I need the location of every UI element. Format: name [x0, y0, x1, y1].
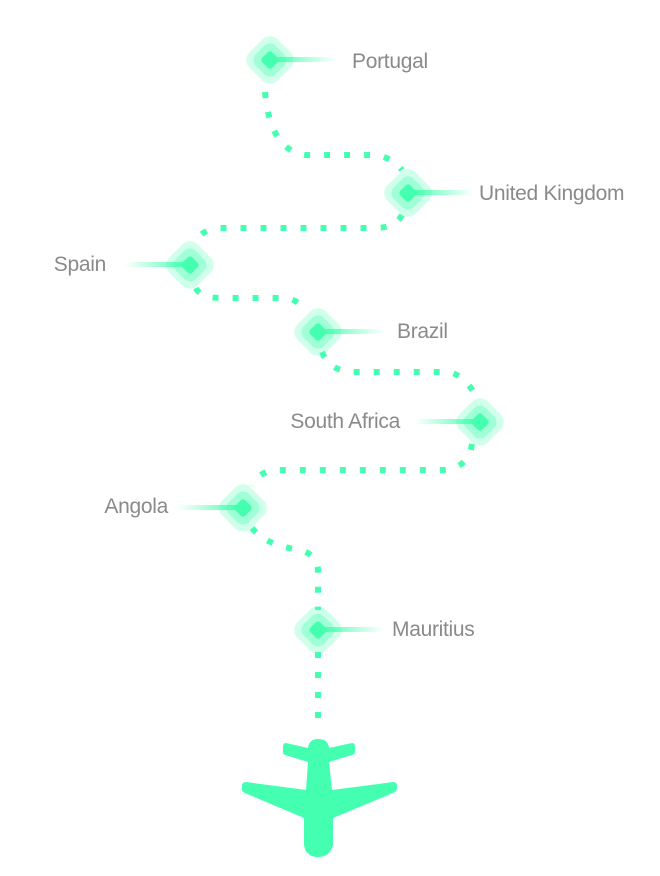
stop-marker-south-africa[interactable]: [414, 393, 509, 451]
stop-marker-spain[interactable]: [124, 236, 219, 294]
stop-marker-angola[interactable]: [177, 479, 272, 537]
stop-marker-mauritius[interactable]: [289, 601, 384, 659]
stop-label-brazil: Brazil: [397, 320, 448, 343]
stop-label-portugal: Portugal: [352, 50, 428, 73]
stop-label-mauritius: Mauritius: [392, 618, 475, 641]
stop-label-united-kingdom: United Kingdom: [479, 182, 625, 205]
stop-marker-united-kingdom[interactable]: [379, 164, 474, 222]
dotted-route-path: [193, 91, 479, 728]
stop-marker-brazil[interactable]: [289, 303, 384, 361]
stop-label-south-africa: South Africa: [290, 410, 400, 433]
airplane-icon: [242, 739, 397, 857]
stop-marker-portugal[interactable]: [241, 31, 336, 89]
stop-label-angola: Angola: [104, 495, 168, 518]
stop-label-spain: Spain: [53, 253, 107, 276]
